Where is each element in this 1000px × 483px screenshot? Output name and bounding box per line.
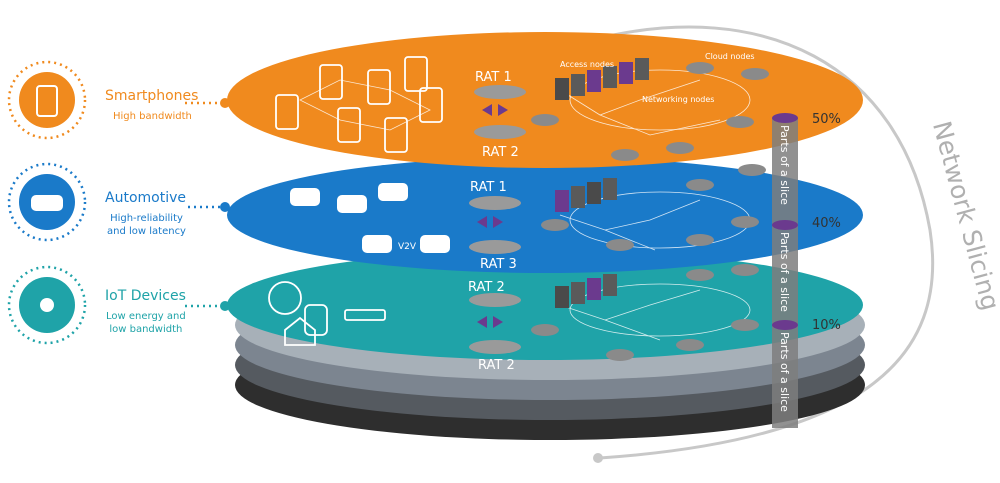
- layer-automotive-disc: [227, 157, 863, 273]
- rat-label-layer1-bottom: RAT 2: [482, 145, 519, 160]
- slicing-arc: [599, 25, 935, 460]
- connector-dot-iot: [220, 301, 230, 311]
- slice-label-2: Parts of a slice: [778, 232, 791, 312]
- iot-devices: [268, 281, 386, 346]
- smartphone-devices: [275, 56, 443, 153]
- connector-dot-automotive: [220, 202, 230, 212]
- slice-percent-smartphones: 50%: [812, 112, 841, 127]
- rat-label-layer3-top: RAT 2: [468, 280, 505, 295]
- arc-end-dot: [593, 453, 603, 463]
- rat-discs: [469, 85, 526, 354]
- category-subtitle-smartphones: High bandwidth: [113, 111, 192, 122]
- slice-pillar: [772, 118, 798, 428]
- category-connectors: [185, 101, 222, 308]
- rat-label-layer3-bottom: RAT 2: [478, 358, 515, 373]
- access-nodes-label: Access nodes: [560, 60, 615, 69]
- slice-label-1: Parts of a slice: [778, 125, 791, 205]
- category-subtitle-automotive: High-reliability and low latency: [107, 213, 186, 237]
- rat-label-layer2-bottom: RAT 3: [480, 257, 517, 272]
- rat-arrows: [477, 104, 508, 328]
- rat-label-layer2-top: RAT 1: [470, 180, 507, 195]
- network-links: [299, 69, 751, 341]
- smartphone-wifi-icon: [36, 85, 58, 117]
- cloud-nodes: [531, 62, 769, 361]
- slice-percent-iot: 10%: [812, 318, 841, 333]
- layer-smartphone-disc: [227, 32, 863, 168]
- connector-dot-smartphones: [220, 98, 230, 108]
- category-title-automotive: Automotive: [105, 190, 186, 206]
- category-subtitle-iot: Low energy and low bandwidth: [106, 311, 186, 335]
- category-title-smartphones: Smartphones: [105, 88, 199, 104]
- v2v-label: V2V: [398, 242, 417, 252]
- slice-label-3: Parts of a slice: [778, 332, 791, 412]
- rat-label-layer1-top: RAT 1: [475, 70, 512, 85]
- sensor-wifi-icon: [40, 298, 54, 312]
- cloud-nodes-label: Cloud nodes: [705, 52, 755, 61]
- car-icon: [31, 195, 63, 211]
- category-title-iot: IoT Devices: [105, 288, 186, 304]
- networking-nodes-label: Networking nodes: [642, 95, 715, 104]
- automotive-cars: [290, 183, 450, 253]
- access-node-blocks: [555, 58, 649, 308]
- slice-pillar-caps: [772, 113, 798, 330]
- slice-percent-automotive: 40%: [812, 216, 841, 231]
